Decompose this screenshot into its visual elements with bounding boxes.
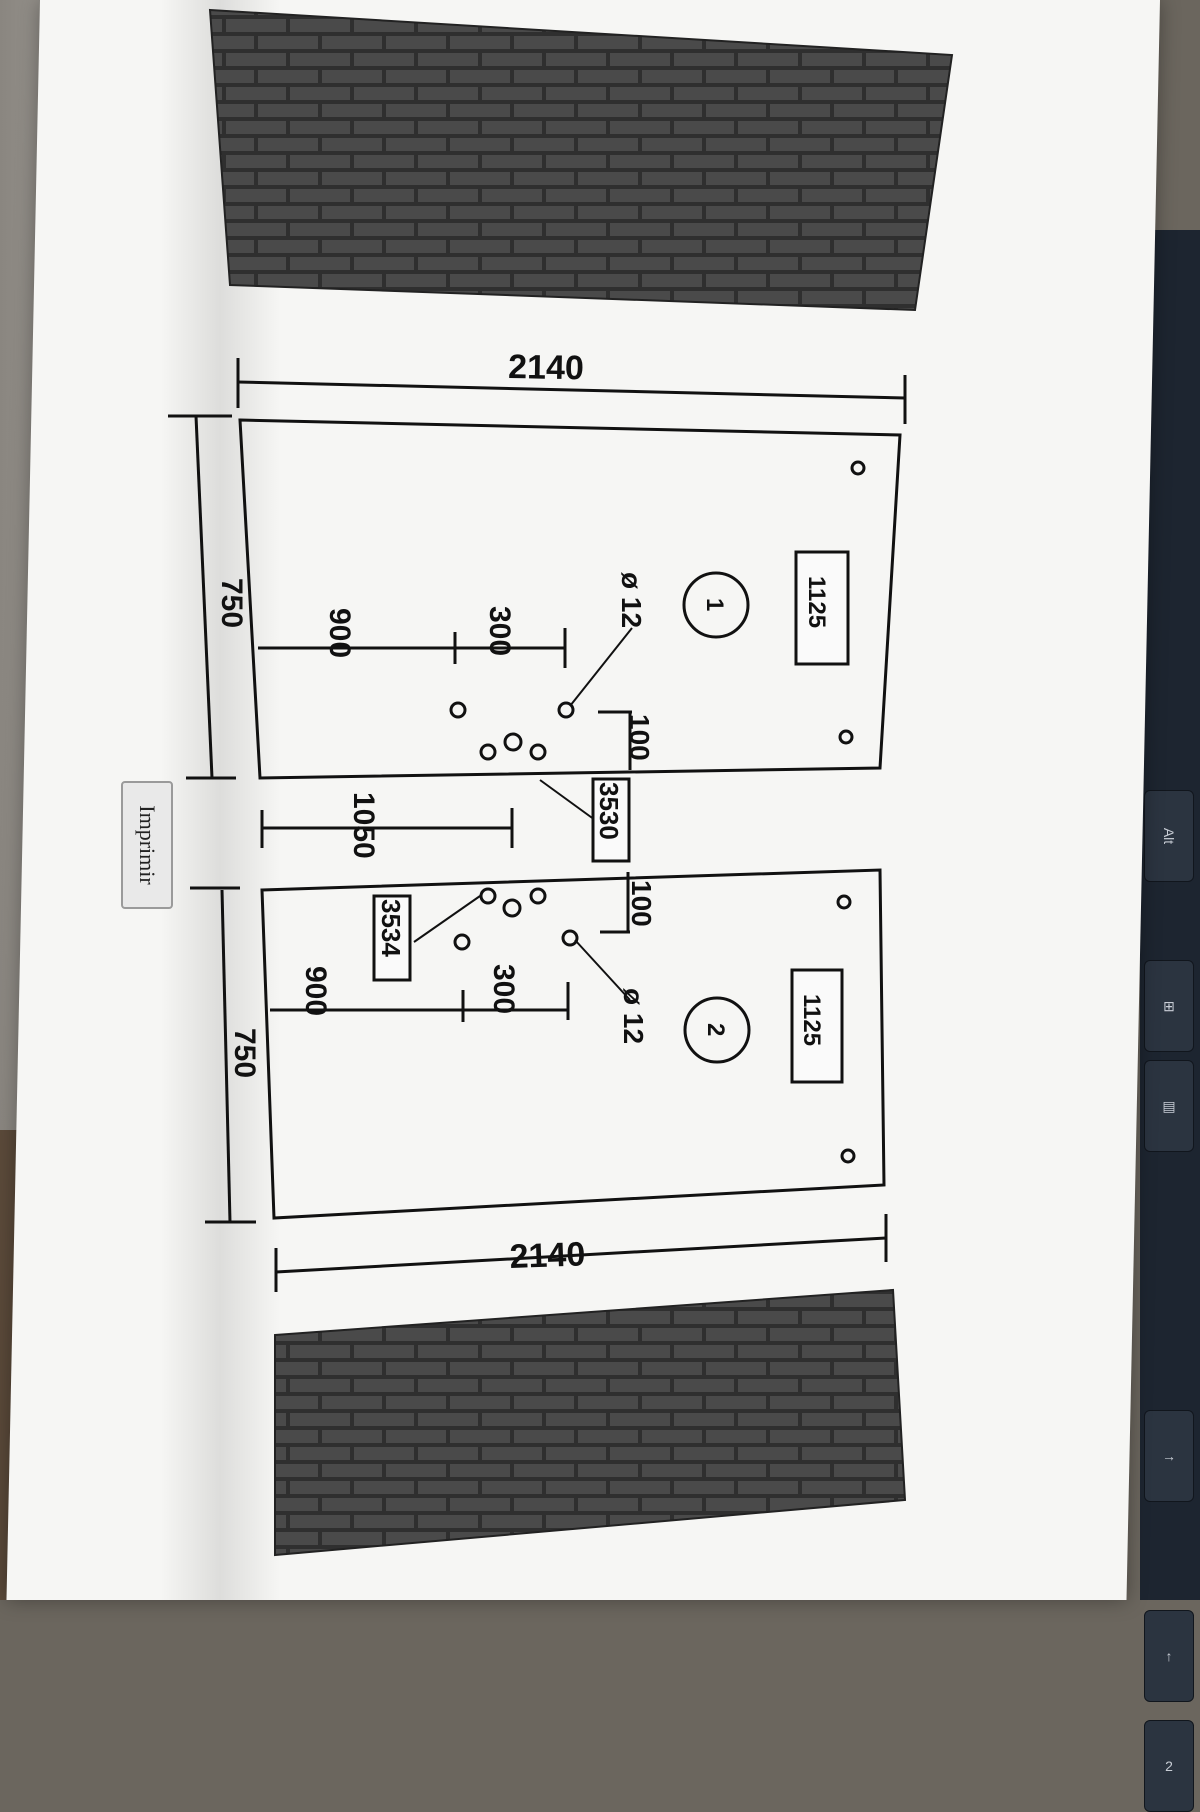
panel-2-diameter: ø 12 bbox=[618, 988, 649, 1044]
key-windows: ⊞ bbox=[1144, 960, 1194, 1052]
ref-3534-label: 3534 bbox=[376, 899, 406, 957]
brick-wall-top bbox=[208, 8, 954, 312]
panel-2-number: 2 bbox=[702, 1023, 729, 1036]
panel-2-dimension-900-line bbox=[270, 982, 570, 1022]
key-menu: ▤ bbox=[1144, 1060, 1194, 1152]
panel-1-dimension-900-line bbox=[258, 628, 567, 668]
panel-1-fixing-hole-top bbox=[850, 460, 866, 476]
panel-2-offset-100: 100 bbox=[626, 880, 657, 927]
panel-2-height-label: 750 bbox=[228, 1028, 261, 1078]
panel-1-width-box bbox=[794, 550, 850, 666]
brick-wall-bottom bbox=[274, 1288, 907, 1557]
print-button[interactable]: Imprimir bbox=[121, 781, 173, 909]
panel-1-diameter: ø 12 bbox=[616, 572, 647, 628]
panel-1-height-dimension bbox=[168, 414, 236, 780]
ref-3530-leader bbox=[539, 779, 596, 821]
panel-2-offset-100-line bbox=[600, 872, 630, 934]
panel-2-hole-d bbox=[502, 898, 522, 918]
panel-2-dim-300: 300 bbox=[487, 964, 520, 1014]
panel-2-hole-c bbox=[479, 887, 497, 905]
panel-1-hole-b bbox=[557, 701, 575, 719]
dimension-2140-bottom bbox=[274, 1214, 888, 1292]
key-arrow-right: → bbox=[1144, 1410, 1194, 1502]
panel-1-leader-line bbox=[569, 627, 633, 707]
ref-3534-box bbox=[372, 894, 412, 982]
panel-2-dim-900: 900 bbox=[299, 966, 332, 1016]
gap-label-1050: 1050 bbox=[347, 792, 380, 859]
dimension-label-2140-bottom: 2140 bbox=[509, 1235, 586, 1276]
ref-3530-label: 3530 bbox=[594, 782, 624, 840]
panel-1-width-label: 1125 bbox=[803, 576, 830, 628]
panel-1-fixing-hole-bottom bbox=[838, 729, 854, 745]
gap-dimension-1050 bbox=[260, 808, 514, 848]
panel-diagram: 2140 750 1125 1 900 300 ø 12 100 3530 10… bbox=[168, 8, 954, 1557]
panel-1-hole-c bbox=[479, 743, 497, 761]
panel-1-height-label: 750 bbox=[215, 578, 248, 628]
panel-1-number: 1 bbox=[701, 598, 728, 611]
dimension-label-2140-top: 2140 bbox=[508, 348, 584, 387]
panel-2-fixing-hole-top bbox=[836, 894, 852, 910]
panel-2-fixing-hole-bottom bbox=[840, 1148, 856, 1164]
print-button-label: Imprimir bbox=[135, 805, 160, 885]
panel-2-leader-line bbox=[574, 939, 631, 1001]
panel-1-offset-100-line bbox=[598, 710, 632, 770]
panel-1-hole-e bbox=[529, 743, 547, 761]
panel-2-width-label: 1125 bbox=[798, 994, 825, 1046]
panel-1-dim-300: 300 bbox=[483, 606, 516, 656]
panel-1-hole-a bbox=[449, 701, 467, 719]
key-arrow-up: ↑ bbox=[1144, 1610, 1194, 1702]
panel-2-hole-b bbox=[561, 929, 579, 947]
panel-2 bbox=[260, 868, 886, 1220]
panel-2-hole-e bbox=[529, 887, 547, 905]
panel-1-offset-100: 100 bbox=[624, 714, 655, 761]
panel-1-number-circle bbox=[682, 571, 750, 639]
panel-2-hole-a bbox=[453, 933, 471, 951]
panel-2-width-box bbox=[790, 968, 844, 1084]
dimension-2140-top bbox=[236, 358, 907, 424]
panel-1 bbox=[238, 418, 902, 780]
ref-3530-box bbox=[591, 777, 631, 863]
panel-2-height-dimension bbox=[190, 886, 256, 1224]
panel-1-dim-900: 900 bbox=[323, 608, 356, 658]
key-2: 2 bbox=[1144, 1720, 1194, 1812]
key-alt: Alt bbox=[1144, 790, 1194, 882]
panel-1-hole-d bbox=[503, 732, 523, 752]
ref-3534-leader bbox=[413, 895, 481, 943]
panel-2-number-circle bbox=[683, 996, 751, 1064]
